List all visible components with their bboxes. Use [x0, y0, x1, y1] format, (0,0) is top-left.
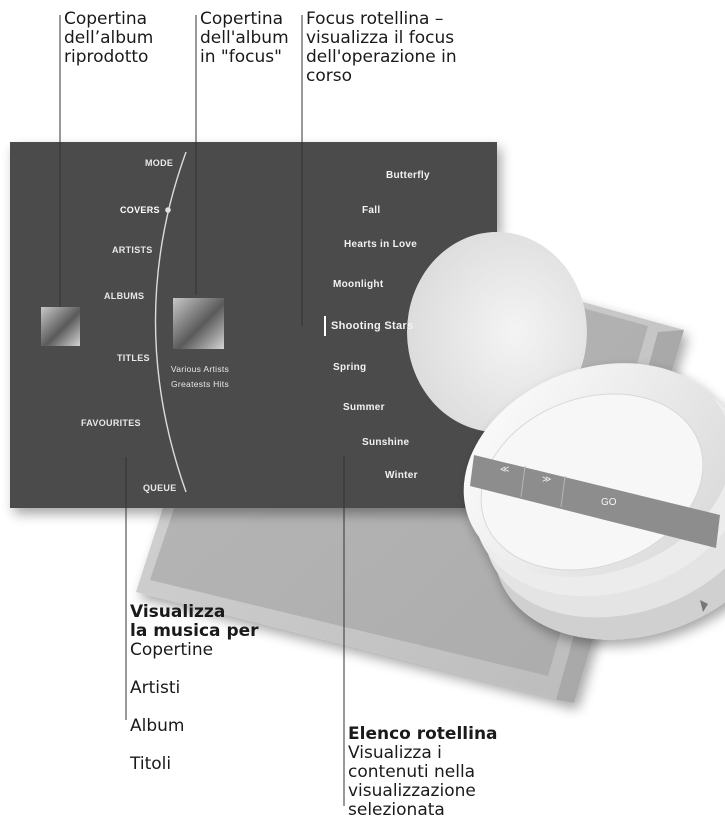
menu-item-covers[interactable]: COVERS: [120, 205, 160, 215]
callout-wheel-focus: Focus rotellina – visualizza il focus de…: [306, 9, 457, 86]
rewind-icon[interactable]: ≪: [500, 464, 510, 474]
menu-item-mode[interactable]: MODE: [145, 158, 174, 168]
go-button[interactable]: GO: [601, 497, 617, 508]
song-item[interactable]: Spring: [333, 362, 367, 373]
callout-album-playing: Copertina dell’album riprodotto: [64, 9, 154, 67]
callout-music-view-title: Visualizza la musica per: [130, 602, 259, 641]
callout-music-view: Visualizza la musica per Copertine Artis…: [130, 584, 259, 793]
menu-arc: [154, 151, 187, 493]
menu-arc-marker: [165, 207, 171, 213]
screen-notch: [407, 232, 587, 432]
menu-item-albums[interactable]: ALBUMS: [104, 291, 145, 301]
focus-album-title: Greatests Hits: [170, 379, 230, 389]
song-item[interactable]: Sunshine: [362, 437, 410, 448]
callout-album-focus: Copertina dell'album in "focus": [200, 9, 289, 67]
song-item[interactable]: Winter: [385, 470, 418, 481]
callout-music-view-item: Artisti: [130, 678, 181, 698]
playing-album-cover: [41, 307, 80, 346]
callout-music-view-item: Album: [130, 716, 185, 736]
song-item[interactable]: Summer: [343, 402, 385, 413]
callout-wheel-list: Elenco rotellina Visualizza i contenuti …: [348, 706, 498, 839]
song-item-focused[interactable]: Shooting Stars: [331, 320, 414, 332]
menu-item-artists[interactable]: ARTISTS: [112, 245, 153, 255]
song-item[interactable]: Hearts in Love: [344, 239, 418, 250]
forward-icon[interactable]: ≫: [542, 474, 552, 484]
menu-item-queue[interactable]: QUEUE: [143, 483, 177, 493]
device-illustration: [10, 15, 725, 806]
focus-album-cover[interactable]: [173, 298, 224, 349]
menu-item-titles[interactable]: TITLES: [117, 353, 150, 363]
callout-music-view-item: Copertine: [130, 640, 214, 660]
song-item[interactable]: Moonlight: [333, 279, 384, 290]
screen-panel: [10, 142, 497, 508]
callout-lines: [59, 15, 345, 806]
menu-item-favourites[interactable]: FAVOURITES: [81, 418, 141, 428]
callout-wheel-list-title: Elenco rotellina: [348, 724, 498, 744]
list-focus-bar: [324, 316, 326, 336]
rotary-knob: [463, 363, 725, 640]
song-item[interactable]: Butterfly: [386, 170, 430, 181]
focus-album-artist: Various Artists: [170, 364, 230, 374]
callout-wheel-list-text: Visualizza i contenuti nella visualizzaz…: [348, 743, 476, 820]
song-item[interactable]: Fall: [362, 205, 381, 216]
callout-music-view-item: Titoli: [130, 754, 172, 774]
